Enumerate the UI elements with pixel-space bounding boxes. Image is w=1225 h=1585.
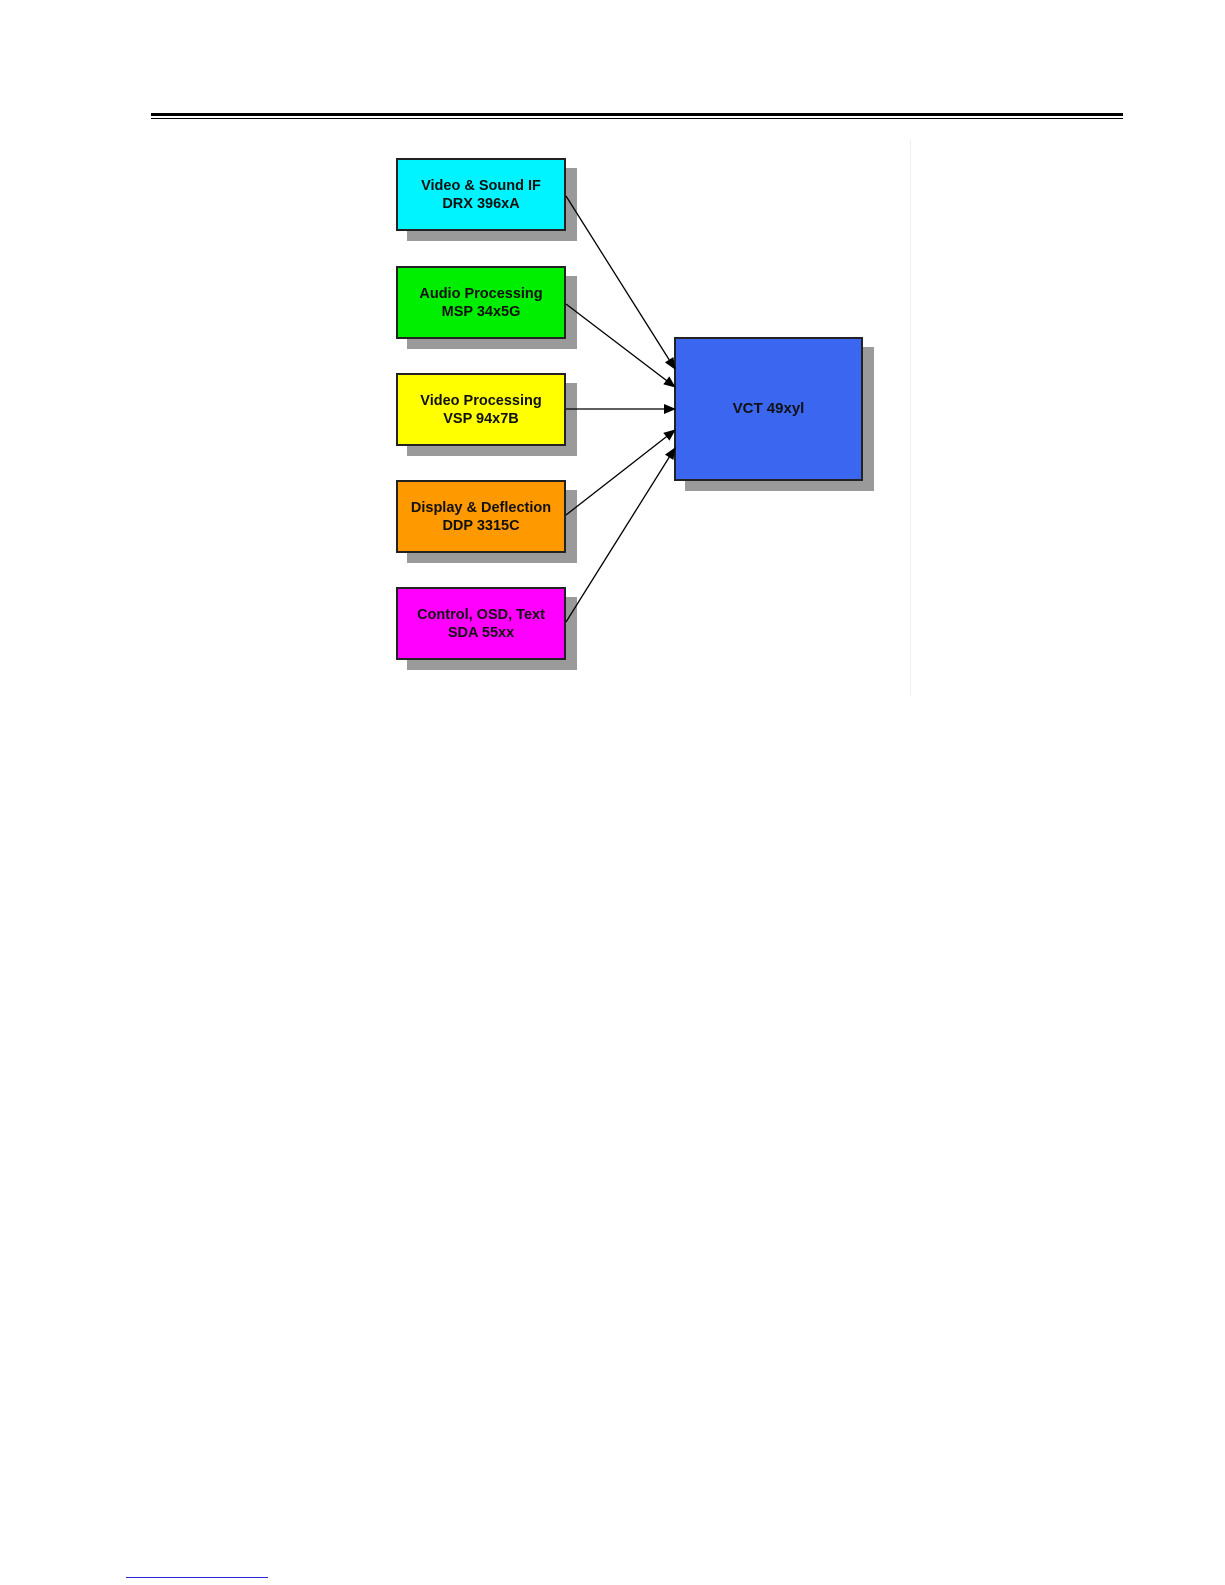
block-display-deflection: Display & Deflection DDP 3315C bbox=[396, 480, 566, 553]
header-rule-thin bbox=[151, 118, 1123, 119]
block-part-number: SDA 55xx bbox=[448, 624, 514, 642]
block-title: Audio Processing bbox=[419, 285, 542, 303]
block-title: Video Processing bbox=[420, 392, 541, 410]
block-part-number: VSP 94x7B bbox=[443, 410, 519, 428]
block-title: Control, OSD, Text bbox=[417, 606, 545, 624]
block-video-sound-if: Video & Sound IF DRX 396xA bbox=[396, 158, 566, 231]
block-title: VCT 49xyl bbox=[733, 400, 805, 418]
block-control-osd-text: Control, OSD, Text SDA 55xx bbox=[396, 587, 566, 660]
block-vct-target: VCT 49xyl bbox=[674, 337, 863, 481]
block-title: Display & Deflection bbox=[411, 499, 551, 517]
block-title: Video & Sound IF bbox=[421, 177, 541, 195]
footnote-rule bbox=[126, 1577, 268, 1578]
block-part-number: DDP 3315C bbox=[442, 517, 519, 535]
block-part-number: MSP 34x5G bbox=[442, 303, 521, 321]
header-rule bbox=[151, 113, 1123, 116]
block-video-processing: Video Processing VSP 94x7B bbox=[396, 373, 566, 446]
block-part-number: DRX 396xA bbox=[442, 195, 519, 213]
block-audio-processing: Audio Processing MSP 34x5G bbox=[396, 266, 566, 339]
